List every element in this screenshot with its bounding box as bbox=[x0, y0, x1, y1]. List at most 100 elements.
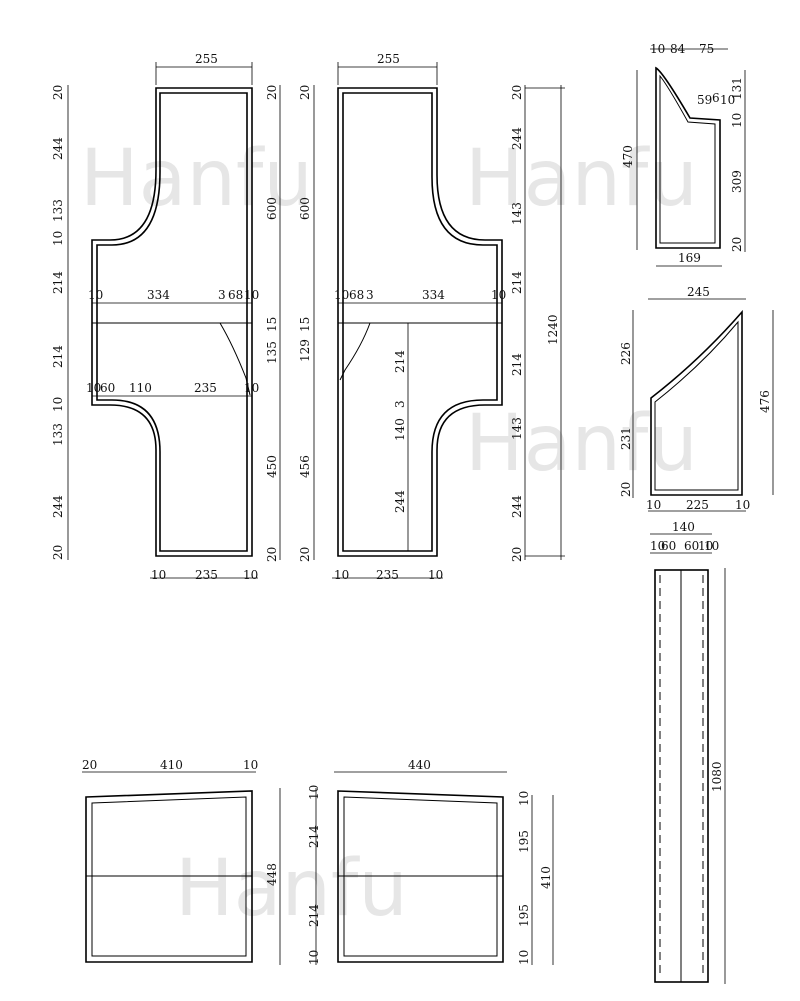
dim-label: 10 bbox=[243, 758, 258, 772]
dim-label: 476 bbox=[758, 390, 772, 413]
dim-label: 10 bbox=[720, 93, 735, 107]
dim-label: 448 bbox=[265, 863, 279, 886]
dim-label: 133 bbox=[51, 423, 65, 446]
dim-label: 10 bbox=[307, 785, 321, 800]
dim-label: 410 bbox=[539, 866, 553, 889]
dim-label: 10 bbox=[51, 397, 65, 412]
dim-label: 244 bbox=[510, 495, 524, 518]
dim-label: 68 bbox=[349, 288, 364, 302]
dim-label: 129 bbox=[298, 339, 312, 362]
watermark: Hanfu bbox=[80, 134, 313, 224]
dim-label: 10 bbox=[517, 950, 531, 965]
dim-label: 214 bbox=[307, 825, 321, 848]
dim-label: 20 bbox=[730, 237, 744, 252]
front-left-piece: 255 20 244 133 10 214 214 10 133 244 20 … bbox=[51, 52, 281, 582]
dim-label: 309 bbox=[730, 170, 744, 193]
dim-label: 600 bbox=[265, 197, 279, 220]
dim-label: 214 bbox=[51, 345, 65, 368]
dim-label: 244 bbox=[51, 495, 65, 518]
dim-label: 169 bbox=[678, 251, 701, 265]
dim-label: 245 bbox=[687, 285, 710, 299]
dim-label: 214 bbox=[510, 271, 524, 294]
skirt-piece-left: 20 410 10 448 bbox=[82, 758, 281, 965]
dim-label: 20 bbox=[265, 547, 279, 562]
dim-label: 225 bbox=[686, 498, 709, 512]
dim-label: 143 bbox=[510, 417, 524, 440]
gusset-piece: 245 226 231 20 476 10 225 10 bbox=[619, 285, 774, 512]
dim-label: 1240 bbox=[546, 314, 560, 345]
dim-label: 20 bbox=[510, 85, 524, 100]
dim-label: 195 bbox=[517, 904, 531, 927]
dim-label: 10 bbox=[650, 539, 665, 553]
dim-label: 10 bbox=[243, 568, 258, 582]
dim-label: 600 bbox=[298, 197, 312, 220]
dim-label: 10 bbox=[244, 381, 259, 395]
dim-label: 60 bbox=[661, 539, 676, 553]
dim-label: 20 bbox=[51, 545, 65, 560]
dim-label: 10 bbox=[244, 288, 259, 302]
dim-label: 143 bbox=[510, 202, 524, 225]
dim-label: 60 bbox=[100, 381, 115, 395]
dim-label: 110 bbox=[129, 381, 152, 395]
dim-label: 410 bbox=[160, 758, 183, 772]
dim-label: 244 bbox=[393, 490, 407, 513]
dim-label: 20 bbox=[265, 85, 279, 100]
dim-label: 60 bbox=[684, 539, 699, 553]
dim-label: 10 bbox=[307, 950, 321, 965]
dim-label: 140 bbox=[393, 418, 407, 441]
dim-label: 10 bbox=[650, 42, 665, 56]
dim-label: 235 bbox=[194, 381, 217, 395]
skirt-piece-right: 440 10 214 214 10 10 195 195 10 410 bbox=[307, 758, 554, 965]
dim-label: 20 bbox=[510, 547, 524, 562]
dim-label: 10 bbox=[491, 288, 506, 302]
dim-label: 3 bbox=[218, 288, 226, 302]
watermark: Hanfu bbox=[175, 844, 408, 934]
dim-label: 6 bbox=[712, 91, 720, 105]
dim-label: 255 bbox=[195, 52, 218, 66]
dim-label: 214 bbox=[307, 904, 321, 927]
dim-label: 10 bbox=[51, 231, 65, 246]
dim-label: 456 bbox=[298, 455, 312, 478]
dim-label: 10 bbox=[698, 539, 713, 553]
dim-label: 68 bbox=[228, 288, 243, 302]
dim-label: 214 bbox=[510, 353, 524, 376]
dim-label: 10 bbox=[334, 568, 349, 582]
dim-label: 10 bbox=[730, 113, 744, 128]
dim-label: 470 bbox=[621, 145, 635, 168]
watermark: Hanfu bbox=[465, 399, 698, 489]
dim-label: 235 bbox=[376, 568, 399, 582]
dim-label: 10 bbox=[88, 288, 103, 302]
dim-label: 20 bbox=[619, 482, 633, 497]
dim-label: 231 bbox=[619, 427, 633, 450]
sleeve-strip: 140 10 60 60 10 10 1080 bbox=[650, 520, 726, 984]
dim-label: 334 bbox=[147, 288, 170, 302]
dim-label: 10 bbox=[334, 288, 349, 302]
dim-label: 10 bbox=[86, 381, 101, 395]
dim-label: 140 bbox=[672, 520, 695, 534]
dim-label: 10 bbox=[735, 498, 750, 512]
dim-label: 133 bbox=[51, 199, 65, 222]
dim-label: 450 bbox=[265, 455, 279, 478]
dim-label: 20 bbox=[298, 547, 312, 562]
dim-label: 59 bbox=[697, 93, 712, 107]
dim-label: 214 bbox=[51, 271, 65, 294]
dim-label: 15 bbox=[265, 317, 279, 332]
dim-label: 75 bbox=[699, 42, 714, 56]
dim-label: 440 bbox=[408, 758, 431, 772]
dim-label: 255 bbox=[377, 52, 400, 66]
dim-label: 20 bbox=[82, 758, 97, 772]
dim-label: 10 bbox=[151, 568, 166, 582]
dim-label: 3 bbox=[366, 288, 374, 302]
dim-label: 10 bbox=[517, 791, 531, 806]
dim-label: 20 bbox=[298, 85, 312, 100]
dim-label: 10 bbox=[646, 498, 661, 512]
dim-label: 20 bbox=[51, 85, 65, 100]
dim-label: 195 bbox=[517, 830, 531, 853]
dim-label: 15 bbox=[298, 317, 312, 332]
dim-label: 214 bbox=[393, 350, 407, 373]
dim-label: 244 bbox=[51, 137, 65, 160]
dim-label: 1080 bbox=[710, 761, 724, 792]
dim-label: 235 bbox=[195, 568, 218, 582]
dim-label: 226 bbox=[619, 342, 633, 365]
